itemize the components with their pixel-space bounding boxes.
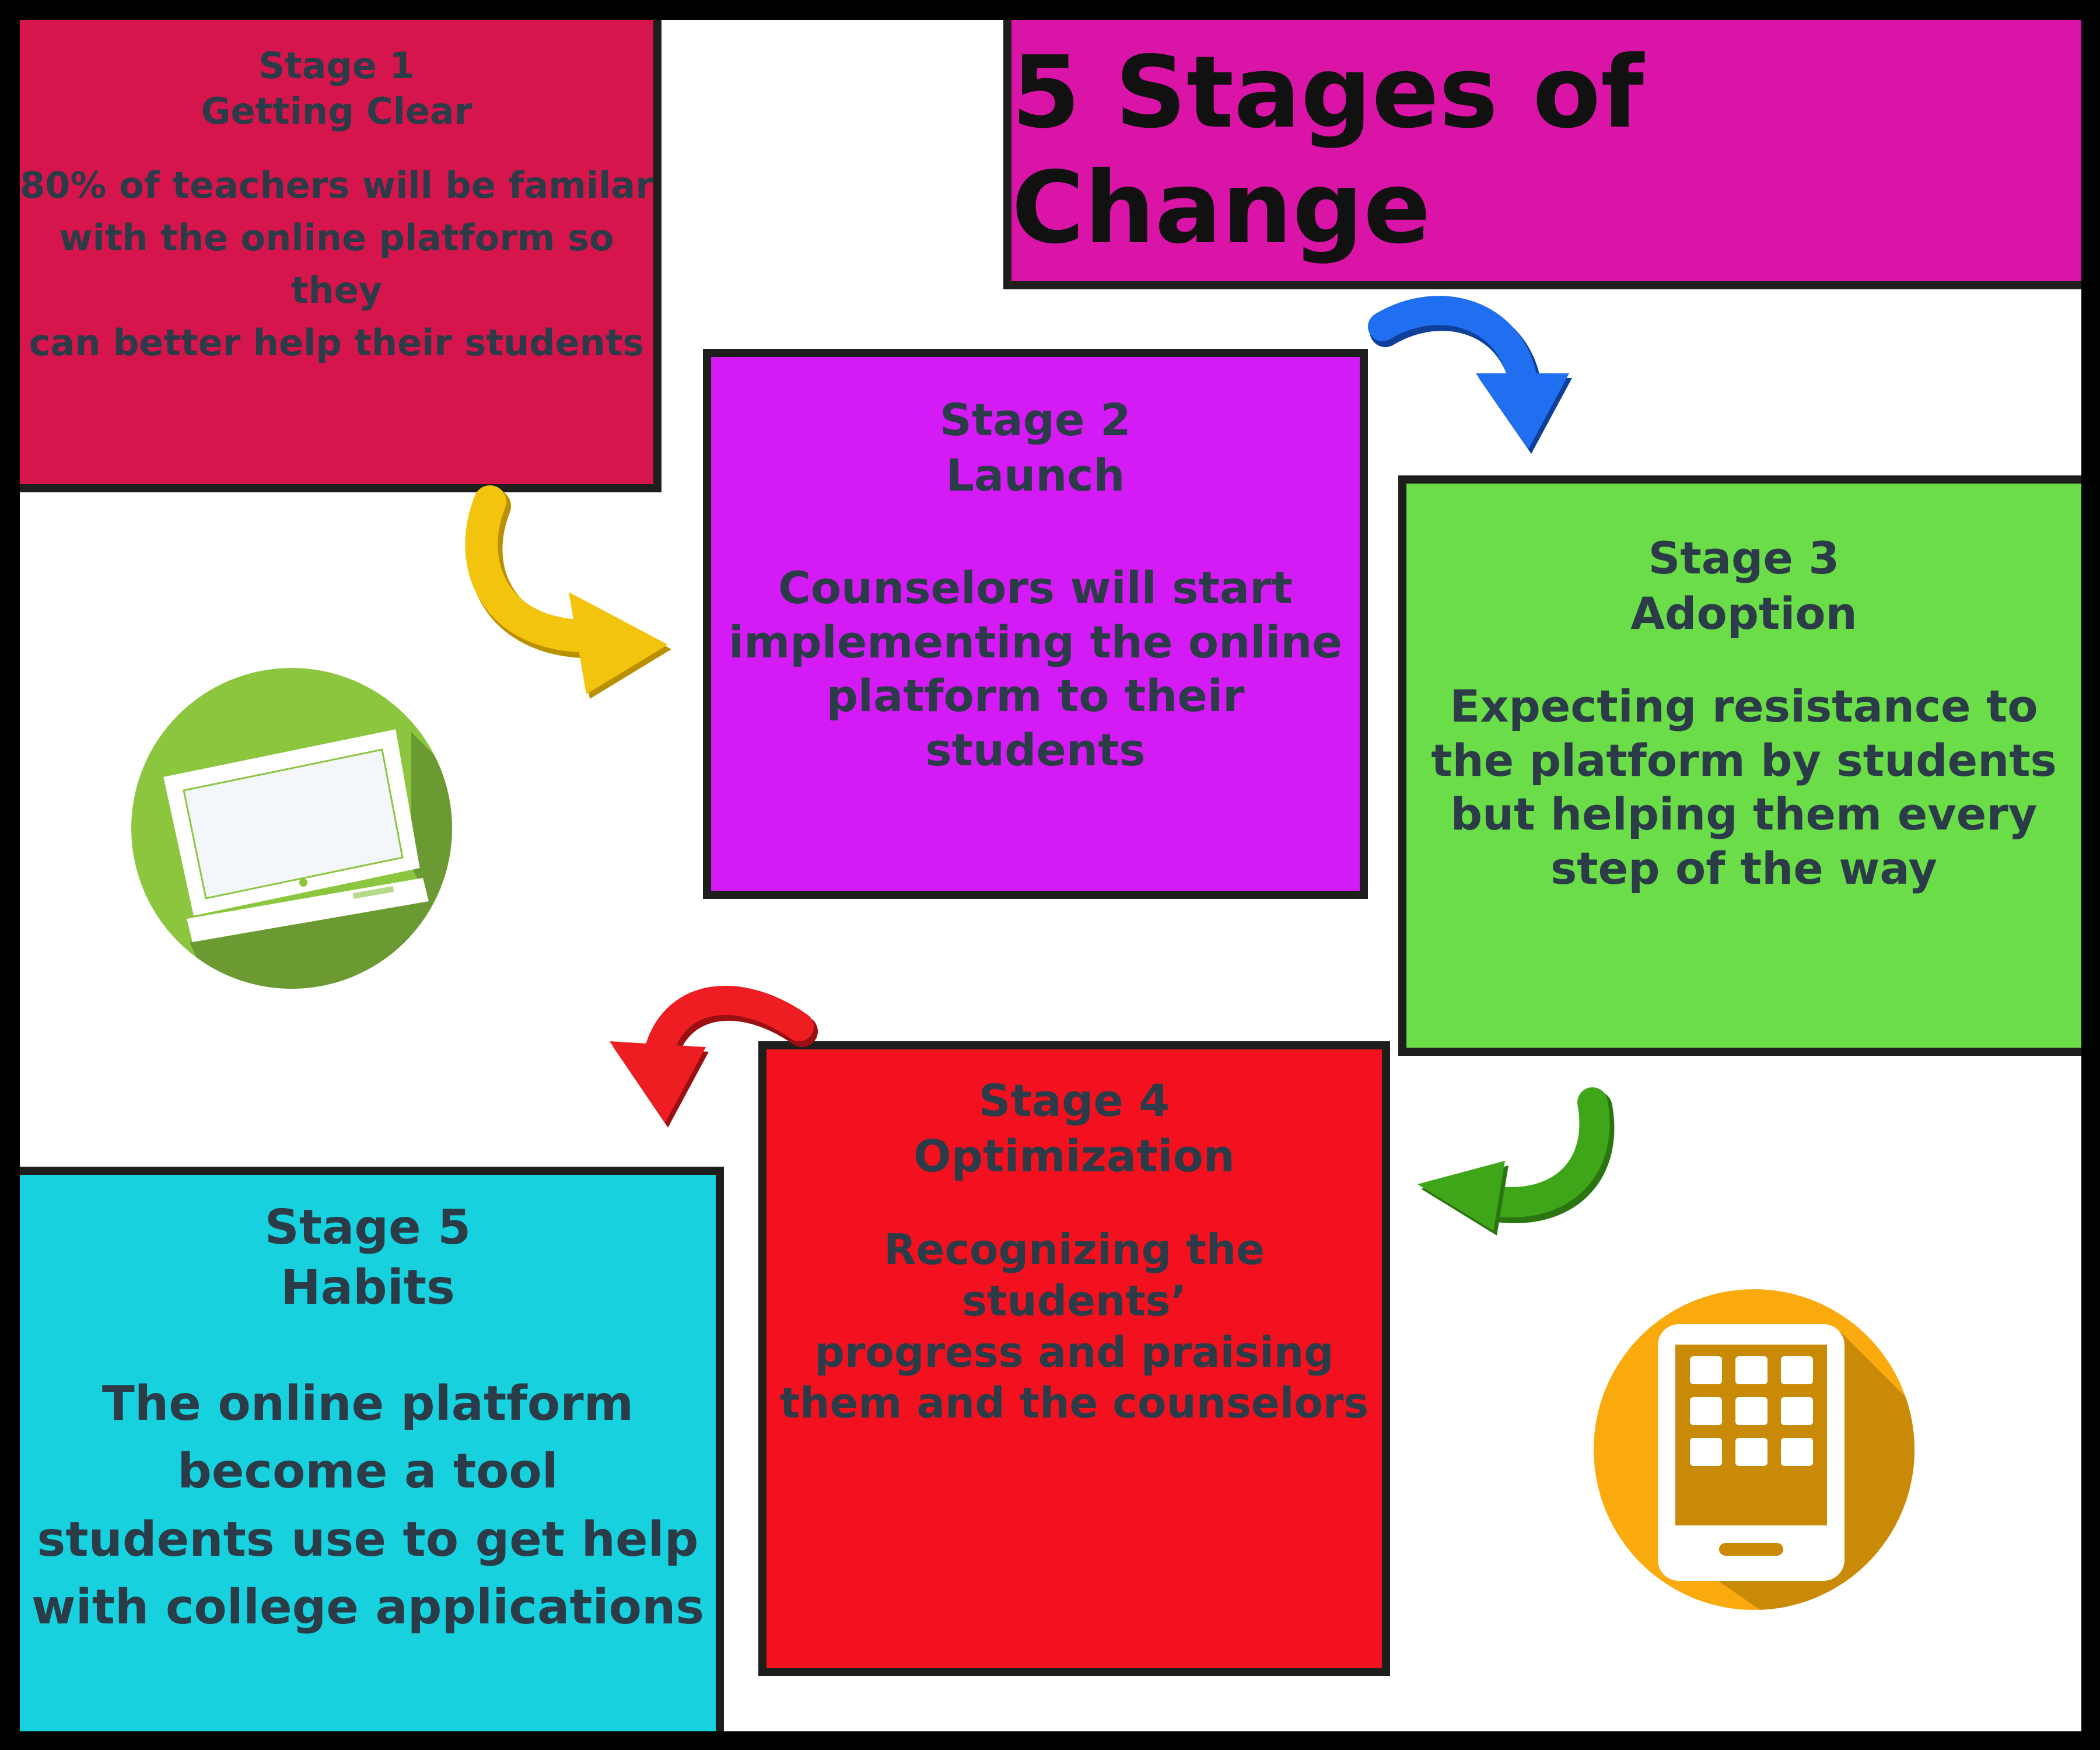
yellow-arrow-icon: [465, 485, 671, 699]
stage-2-line: Counselors will start: [778, 562, 1293, 614]
stage-2-card: Stage 2 Launch Counselors will start imp…: [703, 349, 1368, 899]
green-arrow-icon: [1418, 1087, 1615, 1236]
blue-arrow-icon: [1368, 296, 1572, 454]
stage-3-line: step of the way: [1550, 842, 1937, 895]
laptop-icon: [131, 668, 452, 989]
stage-4-heading: Stage 4 Optimization: [914, 1073, 1235, 1184]
stage-5-number: Stage 5: [264, 1200, 471, 1255]
stage-4-line: Recognizing the students’: [884, 1225, 1265, 1325]
stage-2-line: platform to their students: [826, 670, 1245, 776]
stage-1-description: 80% of teachers will be familar with the…: [20, 159, 653, 369]
stage-1-heading: Stage 1 Getting Clear: [201, 43, 473, 134]
title-banner: 5 Stages of Change: [1003, 20, 2081, 289]
stage-4-description: Recognizing the students’ progress and p…: [766, 1224, 1382, 1429]
stage-4-number: Stage 4: [978, 1074, 1170, 1126]
red-arrow-icon: [610, 985, 818, 1128]
stage-2-heading: Stage 2 Launch: [940, 392, 1131, 503]
stage-1-line: with the online platform so they: [59, 216, 614, 312]
stage-2-name: Launch: [946, 449, 1125, 501]
stage-2-number: Stage 2: [940, 394, 1131, 446]
stage-3-line: Expecting resistance to: [1450, 680, 2038, 732]
stage-2-description: Counselors will start implementing the o…: [711, 561, 1360, 778]
stage-4-line: progress and praising: [814, 1327, 1334, 1377]
stage-3-line: but helping them every: [1450, 788, 2038, 841]
stage-4-card: Stage 4 Optimization Recognizing the stu…: [758, 1041, 1390, 1676]
stage-5-line: with college applications: [31, 1580, 705, 1636]
stage-3-number: Stage 3: [1648, 532, 1840, 584]
page-title: 5 Stages of Change: [1012, 35, 1644, 266]
stage-1-name: Getting Clear: [201, 89, 473, 132]
tablet-icon: [1594, 1289, 1915, 1610]
stage-5-line: The online platform: [102, 1376, 634, 1432]
stage-5-name: Habits: [281, 1259, 455, 1315]
stage-1-card: Stage 1 Getting Clear 80% of teachers wi…: [20, 20, 662, 492]
stage-3-line: the platform by students: [1431, 734, 2057, 786]
stage-1-line: 80% of teachers will be familar: [20, 164, 653, 206]
stage-4-name: Optimization: [914, 1130, 1235, 1182]
stage-1-number: Stage 1: [258, 44, 415, 87]
stage-5-line: become a tool: [177, 1444, 558, 1500]
stage-5-heading: Stage 5 Habits: [265, 1198, 471, 1318]
stage-2-line: implementing the online: [729, 615, 1342, 668]
stage-4-line: them and the counselors: [779, 1378, 1369, 1428]
stage-5-line: students use to get help: [37, 1511, 699, 1567]
stage-5-description: The online platform become a tool studen…: [32, 1370, 704, 1642]
stage-3-card: Stage 3 Adoption Expecting resistance to…: [1398, 475, 2081, 1056]
stage-1-line: can better help their students: [29, 321, 645, 364]
stage-5-card: Stage 5 Habits The online platform becom…: [20, 1167, 724, 1731]
stage-3-description: Expecting resistance to the platform by …: [1431, 680, 2057, 896]
stage-3-heading: Stage 3 Adoption: [1630, 530, 1857, 641]
stage-3-name: Adoption: [1630, 587, 1857, 639]
